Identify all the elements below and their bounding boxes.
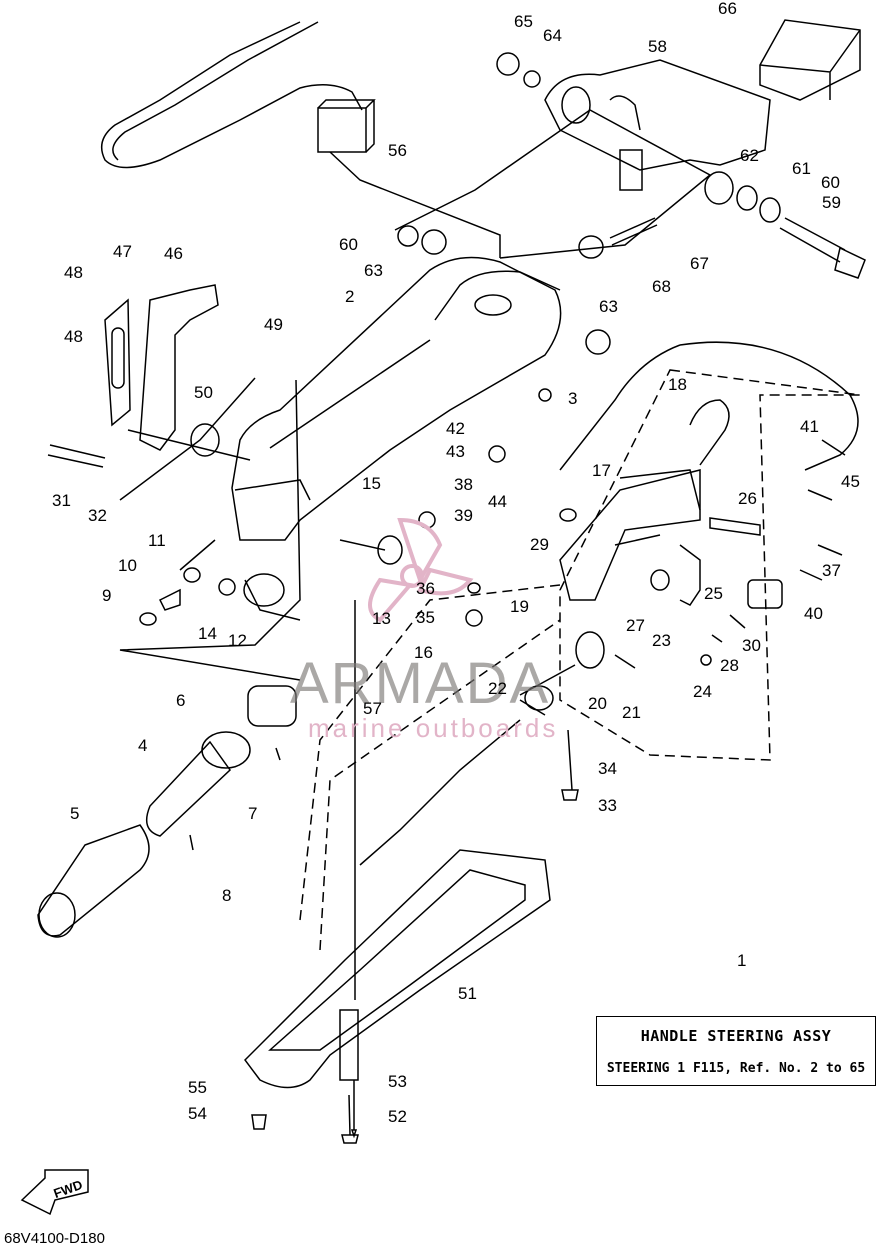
part-number-label: 7 [248,804,258,823]
part-number-label: 53 [388,1072,407,1091]
propeller-logo-icon [368,517,474,623]
part-number-label: 19 [510,597,529,616]
part-number-label: 35 [416,608,435,627]
part-number-label: 26 [738,489,757,508]
part-number-label: 57 [363,699,382,718]
part-number-label: 13 [372,609,391,628]
part-number-label: 2 [345,287,355,306]
part-number-label: 58 [648,37,667,56]
part-number-label: 60 [821,173,840,192]
part-number-label: 4 [138,736,148,755]
part-number-label: 31 [52,491,71,510]
part-number-label: 38 [454,475,473,494]
part-number-label: 25 [704,584,723,603]
part-number-label: 60 [339,235,358,254]
part-number-label: 46 [164,244,183,263]
part-number-label: 47 [113,242,132,261]
part-number-label: 18 [668,375,687,394]
part-number-label: 48 [64,327,83,346]
part-number-label: 14 [198,624,217,643]
part-number-label: 48 [64,263,83,282]
part-number-label: 43 [446,442,465,461]
part-number-label: 23 [652,631,671,650]
part-number-label: 33 [598,796,617,815]
part-number-label: 62 [740,146,759,165]
part-number-label: 50 [194,383,213,402]
part-number-label: 28 [720,656,739,675]
part-number-label: 45 [841,472,860,491]
part-number-label: 21 [622,703,641,722]
part-number-label: 12 [228,631,247,650]
part-number-label: 44 [488,492,507,511]
part-number-label: 8 [222,886,232,905]
caption-subtitle: STEERING 1 F115, Ref. No. 2 to 65 [606,1061,866,1076]
part-number-label: 59 [822,193,841,212]
watermark-title: ARMADA [290,651,551,716]
part-number-label: 36 [416,579,435,598]
part-number-label: 32 [88,506,107,525]
part-number-label: 55 [188,1078,207,1097]
part-number-label: 17 [592,461,611,480]
part-number-label: 37 [822,561,841,580]
part-number-label: 24 [693,682,712,701]
part-number-label: 68 [652,277,671,296]
part-number-label: 52 [388,1107,407,1126]
part-number-label: 15 [362,474,381,493]
part-number-label: 67 [690,254,709,273]
part-number-label: 22 [488,679,507,698]
part-number-label: 64 [543,26,562,45]
part-number-label: 66 [718,0,737,18]
part-number-label: 1 [737,951,747,970]
watermark: ARMADA marine outboards [290,650,558,744]
part-number-label: 6 [176,691,186,710]
part-number-label: 65 [514,12,533,31]
part-number-label: 63 [599,297,618,316]
part-number-label: 20 [588,694,607,713]
drawing-code: 68V4100-D180 [4,1230,105,1247]
part-number-label: 51 [458,984,477,1003]
part-number-label: 54 [188,1104,207,1123]
part-number-label: 61 [792,159,811,178]
part-number-label: 34 [598,759,617,778]
part-number-label: 39 [454,506,473,525]
part-number-label: 40 [804,604,823,623]
part-number-label: 9 [102,586,112,605]
watermark-subtitle: marine outboards [308,713,559,743]
part-number-label: 11 [148,531,166,550]
part-number-label: 10 [118,556,137,575]
part-number-label: 27 [626,616,645,635]
part-number-label: 5 [70,804,80,823]
part-number-label: 42 [446,419,465,438]
part-number-label: 49 [264,315,283,334]
part-number-label: 3 [568,389,578,408]
caption-box: HANDLE STEERING ASSY STEERING 1 F115, Re… [596,1016,876,1086]
part-number-label: 41 [800,417,819,436]
fwd-arrow-icon: FWD [20,1169,89,1216]
part-number-label: 63 [364,261,383,280]
part-number-label: 16 [414,643,433,662]
part-number-label: 56 [388,141,407,160]
part-number-label: 29 [530,535,549,554]
caption-title: HANDLE STEERING ASSY [640,1027,832,1045]
part-number-label: 30 [742,636,761,655]
